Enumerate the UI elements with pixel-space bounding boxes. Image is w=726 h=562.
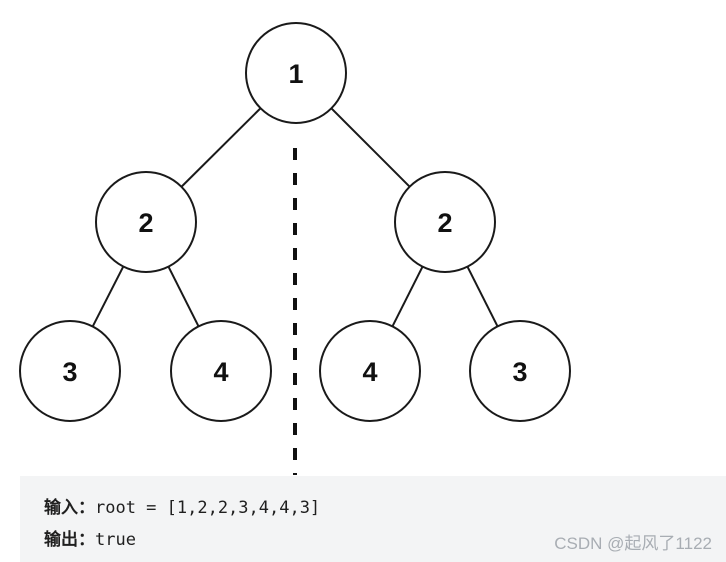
input-label: 输入：	[44, 498, 95, 518]
tree-node-circle	[319, 320, 421, 422]
tree-edge-left-to-left-right	[167, 266, 200, 327]
tree-node-left: 2	[95, 171, 197, 273]
tree-node-circle	[170, 320, 272, 422]
tree-node-root: 1	[245, 22, 347, 124]
tree-node-right: 2	[394, 171, 496, 273]
tree-node-circle	[394, 171, 496, 273]
output-value: true	[95, 530, 136, 550]
tree-node-value: 3	[512, 357, 527, 387]
example-code-block: 输入：root = [1,2,2,3,4,4,3] 输出：true CSDN @…	[20, 476, 726, 562]
example-input-line: 输入：root = [1,2,2,3,4,4,3]	[44, 498, 320, 518]
tree-node-circle	[469, 320, 571, 422]
tree-node-right-left: 4	[319, 320, 421, 422]
input-value: root = [1,2,2,3,4,4,3]	[95, 498, 321, 518]
tree-node-value: 2	[138, 208, 153, 238]
tree-node-circle	[95, 171, 197, 273]
tree-node-value: 4	[362, 357, 377, 387]
tree-node-value: 1	[288, 59, 303, 89]
csdn-watermark: CSDN @起风了1122	[554, 534, 712, 553]
tree-edge-right-to-right-right	[466, 266, 499, 327]
tree-node-left-right: 4	[170, 320, 272, 422]
example-output-line: 输出：true	[44, 530, 136, 550]
tree-edge-root-to-left	[180, 107, 262, 188]
tree-node-value: 2	[437, 208, 452, 238]
output-label: 输出：	[44, 530, 95, 550]
tree-nodes: 1 2 2 3 4 4 3	[19, 22, 571, 422]
tree-edge-right-to-right-left	[391, 266, 424, 327]
tree-node-left-left: 3	[19, 320, 121, 422]
tree-node-circle	[19, 320, 121, 422]
tree-node-right-right: 3	[469, 320, 571, 422]
tree-edge-root-to-right	[330, 107, 411, 188]
binary-tree-diagram: 1 2 2 3 4 4 3	[19, 22, 571, 475]
tree-node-value: 3	[62, 357, 77, 387]
tree-edges	[91, 107, 499, 327]
tree-edge-left-to-left-left	[91, 266, 125, 327]
tree-node-circle	[245, 22, 347, 124]
tree-node-value: 4	[213, 357, 228, 387]
